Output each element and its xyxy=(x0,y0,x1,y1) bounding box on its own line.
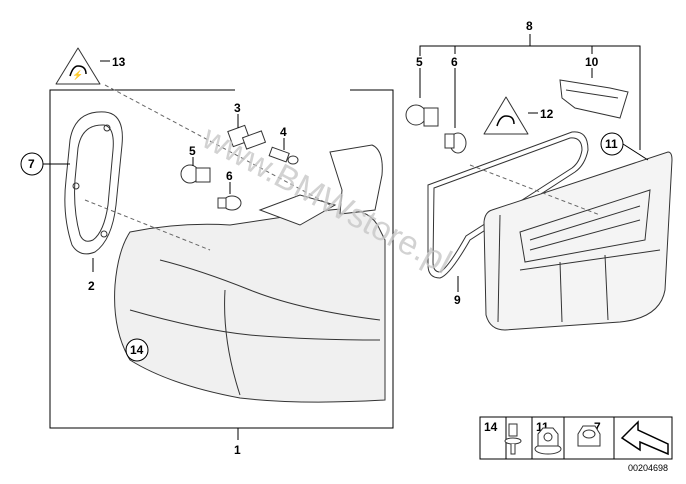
bulb-socket-part xyxy=(227,124,267,150)
callout-5a: 5 xyxy=(189,144,196,158)
direction-arrow-icon xyxy=(620,420,669,456)
callout-12: 12 xyxy=(540,107,554,121)
legend-label-14: 14 xyxy=(484,420,498,434)
callout-2: 2 xyxy=(88,279,95,293)
callout-1: 1 xyxy=(234,443,241,457)
callout-14: 14 xyxy=(130,343,144,357)
callout-13: 13 xyxy=(112,55,126,69)
warning-symbol-icon: ⚡ xyxy=(72,69,83,81)
hex-nut-icon-2 xyxy=(577,425,601,447)
callout-7: 7 xyxy=(28,157,35,171)
callout-circle-14 xyxy=(125,338,149,362)
warning-label-left: ⚡ xyxy=(55,47,101,85)
callout-10: 10 xyxy=(585,55,599,69)
bulb-right-part xyxy=(444,132,467,154)
callout-4: 4 xyxy=(280,125,287,139)
callout-11: 11 xyxy=(605,137,618,151)
callout-9: 9 xyxy=(454,293,461,307)
bulb-small-part xyxy=(268,146,299,165)
diagram-id: 00204698 xyxy=(628,463,668,473)
assembly-line-left xyxy=(84,199,211,251)
callout-8: 8 xyxy=(526,19,533,33)
gasket-part xyxy=(64,111,123,255)
inner-tail-lamp xyxy=(483,151,673,331)
left-group-frame xyxy=(49,89,394,429)
hex-nut-icon xyxy=(534,427,562,455)
bulb-left-part xyxy=(217,195,242,211)
connector-part xyxy=(559,79,629,119)
warning-label-right xyxy=(483,96,529,135)
callout-3: 3 xyxy=(234,101,241,115)
outer-tail-lamp xyxy=(114,144,386,403)
leader-11 xyxy=(622,143,649,161)
clip-icon xyxy=(504,423,522,455)
callout-6a: 6 xyxy=(226,169,233,183)
socket-left-part xyxy=(180,164,211,184)
socket-right-part xyxy=(405,104,439,127)
fastener-legend: 14 11 7 xyxy=(479,416,673,460)
callout-6b: 6 xyxy=(451,55,458,69)
legend-label-7: 7 xyxy=(594,420,601,434)
assembly-line-right xyxy=(469,164,601,216)
callout-5b: 5 xyxy=(416,55,423,69)
assembly-line-top xyxy=(104,84,331,206)
